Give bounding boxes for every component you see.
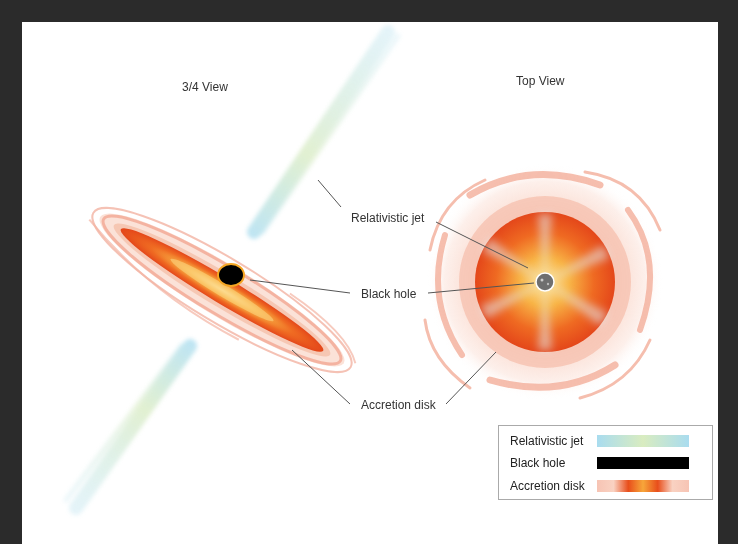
callout-label: Accretion disk xyxy=(361,398,436,412)
legend-text: Relativistic jet xyxy=(510,434,583,448)
legend-swatch xyxy=(597,457,689,469)
view-title: 3/4 View xyxy=(182,80,228,94)
legend-swatch xyxy=(597,480,689,492)
callout-label: Black hole xyxy=(361,287,416,301)
callout-label: Relativistic jet xyxy=(351,211,424,225)
legend-swatch xyxy=(597,435,689,447)
view-title: Top View xyxy=(516,74,564,88)
legend-text: Black hole xyxy=(510,456,565,470)
legend-text: Accretion disk xyxy=(510,479,585,493)
